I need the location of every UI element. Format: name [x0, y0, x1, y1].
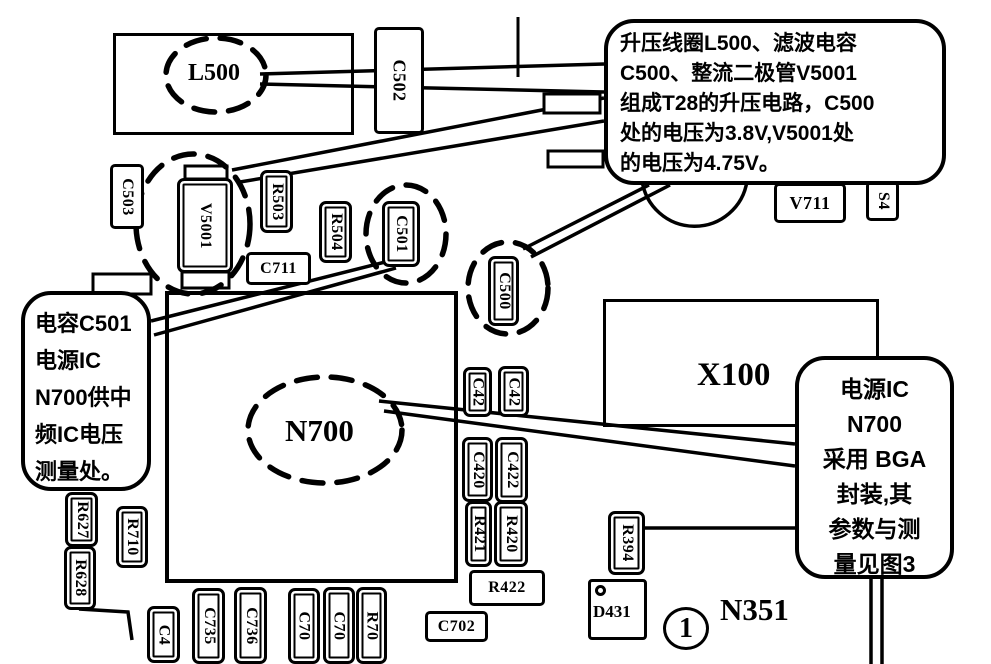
component-R627: R627 [65, 492, 98, 547]
component-R710: R710 [116, 506, 148, 568]
component-C503: C503 [110, 164, 144, 229]
component-C42-1: C42 [463, 367, 492, 417]
shield-arc [640, 179, 749, 229]
n700-label: N700 [285, 413, 354, 448]
x100-label: X100 [697, 357, 771, 393]
v5001-highlight-circle [133, 151, 253, 297]
n700-ic-outline [165, 291, 458, 583]
c501-highlight-circle [363, 182, 449, 286]
d431-pin1-dot [595, 585, 606, 596]
component-C736: C736 [234, 587, 267, 664]
component-C70-2: C70 [323, 587, 355, 664]
component-label-C500: C500 [495, 272, 513, 310]
component-label-C4: C4 [155, 624, 173, 645]
callout-line-3: 频IC电压 [35, 422, 124, 447]
callout-line-2: 采用 BGA [822, 446, 927, 472]
component-label-V711: V711 [789, 192, 831, 213]
callout-n700-bga: 电源IC N700 采用 BGA 封装,其参数与测量见图3 [795, 356, 954, 579]
component-V711: V711 [774, 183, 846, 223]
component-label-C502: C502 [389, 59, 410, 102]
component-C4: C4 [147, 606, 180, 663]
component-C702: C702 [425, 611, 488, 642]
component-label-C70-1: C70 [296, 611, 313, 641]
component-label-C702: C702 [437, 617, 476, 635]
callout-line-4: 测量处。 [35, 459, 124, 484]
component-S4: S4 [866, 181, 899, 221]
component-C42-2: C42 [498, 366, 529, 417]
component-R503: R503 [260, 170, 293, 233]
component-label-C420: C420 [469, 450, 487, 489]
component-R421: R421 [465, 501, 492, 567]
callout-line-0: 电源IC [840, 376, 909, 402]
component-label-C501: C501 [393, 215, 410, 253]
component-label-S4: S4 [874, 192, 892, 210]
callout-line-1: C500、整流二极管V5001 [620, 62, 857, 85]
component-label-R394: R394 [618, 524, 636, 562]
component-C420: C420 [462, 437, 493, 502]
component-R422: R422 [469, 570, 545, 606]
component-label-R504: R504 [327, 213, 345, 251]
component-C711: C711 [246, 252, 311, 285]
callout-line-5: 量见图3 [833, 551, 916, 577]
d431-label: D431 [593, 602, 631, 621]
l500-highlight-circle [163, 35, 269, 115]
component-R394: R394 [608, 511, 645, 575]
l500-label: L500 [188, 60, 241, 86]
component-label-V5001: V5001 [197, 202, 214, 249]
l500-module-outline [113, 33, 354, 135]
component-label-R627: R627 [73, 500, 91, 539]
n700-highlight-circle [245, 374, 405, 486]
component-R504: R504 [319, 201, 352, 263]
component-C500: C500 [488, 256, 519, 326]
component-label-R421: R421 [470, 515, 488, 553]
figure-number-badge: 1 [663, 607, 709, 650]
callout-boost-circuit: 升压线圈L500、滤波电容 C500、整流二极管V5001 组成T28的升压电路，C… [604, 19, 946, 185]
component-label-R503: R503 [268, 182, 286, 221]
component-R70: R70 [356, 587, 387, 664]
n351-label: N351 [720, 592, 789, 627]
component-R628: R628 [64, 546, 96, 610]
c500-highlight-circle [465, 239, 551, 337]
callout-line-4: 的电压为4.75V。 [620, 152, 780, 175]
callout-line-1: N700 [847, 411, 902, 437]
component-C70-1: C70 [288, 588, 320, 664]
component-label-C736: C736 [242, 606, 260, 645]
component-C501: C501 [382, 201, 420, 267]
component-V5001: V5001 [177, 178, 233, 273]
component-label-R70: R70 [363, 610, 381, 641]
callout-line-3: 封装,其 [836, 481, 913, 507]
callout-line-3: 处的电压为3.8V,V5001处 [620, 122, 854, 145]
callout-line-4: 参数与测 [828, 516, 921, 542]
component-label-C42-1: C42 [469, 377, 487, 407]
component-C735: C735 [192, 588, 225, 664]
callout-line-2: N700供中 [35, 385, 132, 410]
component-label-C735: C735 [200, 607, 218, 645]
callout-c501-measure: 电容C501 电源IC N700供中频IC电压测量处。 [21, 291, 151, 491]
component-label-R628: R628 [72, 559, 89, 597]
callout-line-0: 电容C501 [35, 311, 132, 336]
component-D431: D431 [588, 579, 647, 640]
callout-line-2: 组成T28的升压电路，C500 [620, 92, 875, 115]
component-R420: R420 [494, 501, 528, 567]
component-label-C711: C711 [260, 259, 297, 277]
board-trace-bottom-left [78, 607, 134, 641]
callout-line-0: 升压线圈L500、滤波电容 [620, 32, 857, 55]
component-C422: C422 [495, 437, 528, 503]
component-label-C422: C422 [503, 451, 521, 489]
component-label-C503: C503 [119, 177, 136, 216]
component-label-R420: R420 [503, 515, 520, 553]
callout-line-1: 电源IC [35, 348, 102, 373]
component-label-C70-2: C70 [331, 610, 348, 641]
component-label-R710: R710 [124, 518, 141, 556]
component-label-C42-2: C42 [505, 376, 523, 407]
component-label-R422: R422 [488, 579, 526, 596]
figure-number: 1 [679, 612, 693, 644]
component-C502: C502 [374, 27, 424, 134]
